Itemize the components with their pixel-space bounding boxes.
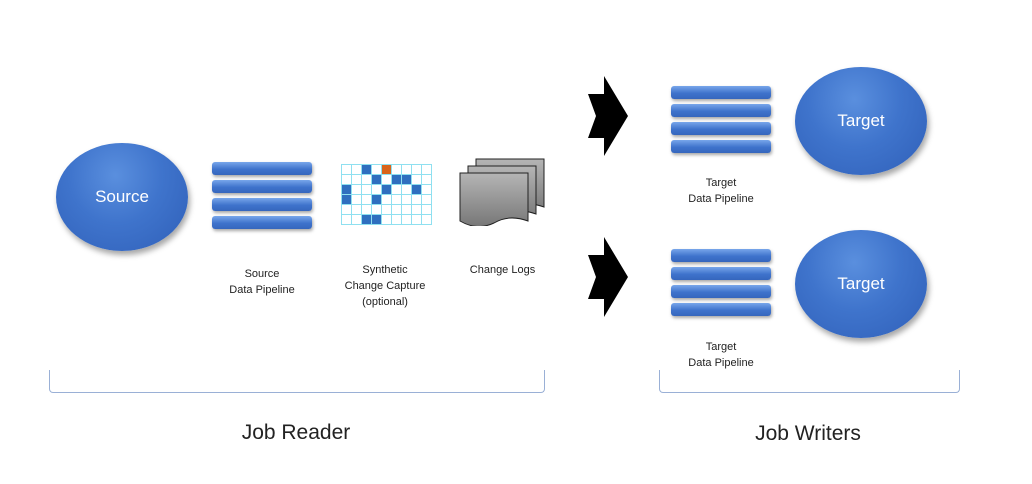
pipeline-bar <box>212 162 312 175</box>
grid-cell <box>412 205 422 215</box>
grid-cell <box>352 165 362 175</box>
grid-cell <box>372 175 382 185</box>
source-label: Source <box>95 187 149 206</box>
grid-cell <box>422 185 432 195</box>
grid-cell <box>392 165 402 175</box>
target-node: Target <box>795 230 927 338</box>
arrow-right-icon <box>588 76 628 156</box>
target-pipeline-caption: Target Data Pipeline <box>688 341 754 369</box>
grid-cell <box>422 175 432 185</box>
grid-cell <box>382 175 392 185</box>
grid-cell <box>362 205 372 215</box>
source-pipeline-icon <box>212 162 312 234</box>
grid-cell <box>372 215 382 225</box>
target-pipeline-icon <box>671 86 771 158</box>
grid-cell <box>362 215 372 225</box>
grid-cell <box>362 165 372 175</box>
source-pipeline-caption: Source Data Pipeline <box>229 268 295 296</box>
pipeline-bar <box>671 303 771 316</box>
grid-cell <box>392 215 402 225</box>
pipeline-bar <box>212 198 312 211</box>
grid-cell <box>412 195 422 205</box>
grid-cell <box>402 215 412 225</box>
grid-cell <box>352 215 362 225</box>
grid-cell <box>392 175 402 185</box>
job-reader-label: Job Reader <box>241 421 351 444</box>
grid-cell <box>342 195 352 205</box>
grid-cell <box>422 205 432 215</box>
pipeline-bar <box>671 104 771 117</box>
grid-cell <box>412 215 422 225</box>
grid-cell <box>342 215 352 225</box>
grid-cell <box>362 195 372 205</box>
pipeline-bar <box>671 122 771 135</box>
pipeline-bar <box>671 267 771 280</box>
job-writers-label: Job Writers <box>755 422 861 445</box>
target-pipeline-caption: Target Data Pipeline <box>688 177 754 205</box>
arrow-right-icon <box>588 237 628 317</box>
target-label: Target <box>837 111 885 130</box>
grid-cell <box>422 165 432 175</box>
target-label: Target <box>837 274 885 293</box>
job-writers-bracket <box>659 370 960 393</box>
synthetic-change-capture-caption: Synthetic Change Capture (optional) <box>344 264 426 308</box>
pipeline-bar <box>212 216 312 229</box>
pipeline-bar <box>671 86 771 99</box>
pipeline-bar <box>212 180 312 193</box>
grid-cell <box>382 165 392 175</box>
grid-cell <box>402 205 412 215</box>
grid-cell <box>412 175 422 185</box>
grid-cell <box>372 185 382 195</box>
grid-cell <box>352 205 362 215</box>
grid-cell <box>342 175 352 185</box>
pipeline-bar <box>671 285 771 298</box>
job-reader-bracket <box>49 370 545 393</box>
grid-cell <box>402 185 412 195</box>
grid-cell <box>352 175 362 185</box>
grid-cell <box>372 205 382 215</box>
change-capture-grid-icon <box>341 164 432 225</box>
grid-cell <box>342 205 352 215</box>
grid-cell <box>352 185 362 195</box>
grid-cell <box>352 195 362 205</box>
grid-cell <box>412 185 422 195</box>
grid-cell <box>372 195 382 205</box>
grid-cell <box>382 185 392 195</box>
grid-cell <box>382 195 392 205</box>
change-logs-caption: Change Logs <box>469 264 536 276</box>
grid-cell <box>392 185 402 195</box>
grid-cell <box>422 195 432 205</box>
grid-cell <box>342 165 352 175</box>
grid-cell <box>392 205 402 215</box>
grid-cell <box>382 205 392 215</box>
grid-cell <box>402 195 412 205</box>
grid-cell <box>362 185 372 195</box>
grid-cell <box>372 165 382 175</box>
grid-cell <box>362 175 372 185</box>
grid-cell <box>412 165 422 175</box>
grid-cell <box>382 215 392 225</box>
grid-cell <box>402 165 412 175</box>
source-node: Source <box>56 143 188 251</box>
grid-cell <box>392 195 402 205</box>
target-node: Target <box>795 67 927 175</box>
change-logs-icon <box>459 158 545 226</box>
grid-cell <box>342 185 352 195</box>
pipeline-bar <box>671 140 771 153</box>
grid-cell <box>402 175 412 185</box>
pipeline-bar <box>671 249 771 262</box>
target-pipeline-icon <box>671 249 771 321</box>
grid-cell <box>422 215 432 225</box>
